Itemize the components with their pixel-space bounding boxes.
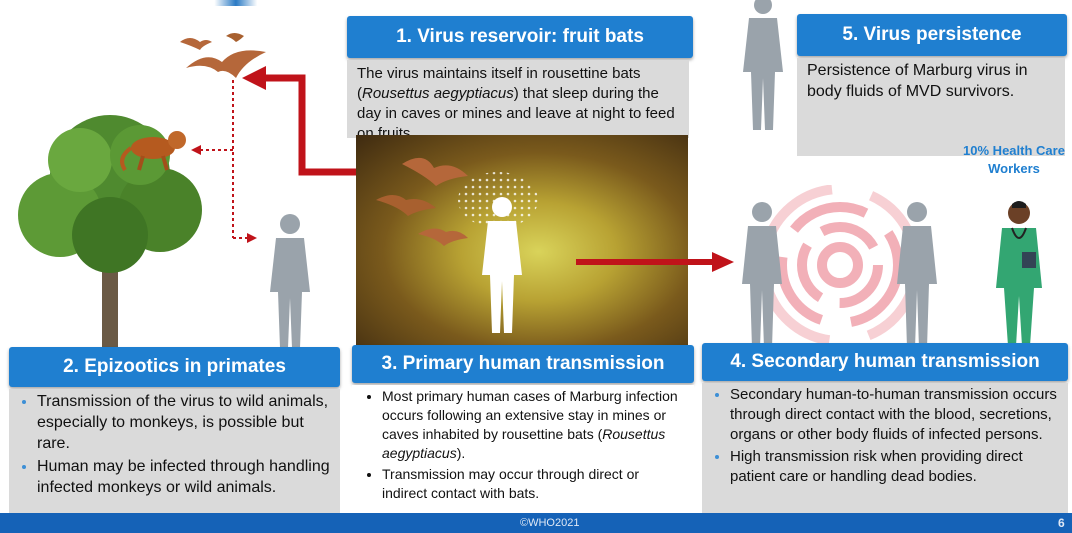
monkey-icon [115, 128, 190, 173]
footer: ©WHO2021 6 [0, 513, 1072, 533]
human-silhouette-icon [893, 200, 941, 350]
list-item: Most primary human cases of Marburg infe… [382, 387, 684, 463]
human-silhouette-icon [738, 200, 786, 350]
panel-1-text: The virus maintains itself in rousettine… [347, 60, 689, 138]
panel-2-text: Transmission of the virus to wild animal… [9, 389, 340, 513]
list-item: High transmission risk when providing di… [730, 447, 1058, 487]
human-silhouette-icon [478, 195, 526, 335]
list-item: Human may be infected through handling i… [37, 456, 330, 498]
human-silhouette-icon [740, 0, 786, 132]
transmission-arrow [576, 250, 736, 274]
human-silhouette-icon [266, 212, 314, 350]
panel-2-title: 2. Epizootics in primates [9, 347, 340, 387]
panel-1-title: 1. Virus reservoir: fruit bats [347, 16, 693, 58]
copyright: ©WHO2021 [520, 517, 579, 529]
list-item: Secondary human-to-human transmission oc… [730, 385, 1058, 445]
panel-3-title: 3. Primary human transmission [352, 345, 694, 383]
health-worker-icon [992, 200, 1046, 352]
health-care-label: 10% Health Care Workers [960, 142, 1068, 178]
list-item: Transmission of the virus to wild animal… [37, 391, 330, 454]
list-item: Transmission may occur through direct or… [382, 465, 684, 503]
page-number: 6 [1058, 516, 1065, 530]
panel-4-text: Secondary human-to-human transmission oc… [702, 383, 1068, 513]
panel-4-title: 4. Secondary human transmission [702, 343, 1068, 381]
top-strip [0, 0, 1072, 6]
panel-3-text: Most primary human cases of Marburg infe… [352, 385, 694, 511]
panel-5-title: 5. Virus persistence [797, 14, 1067, 56]
